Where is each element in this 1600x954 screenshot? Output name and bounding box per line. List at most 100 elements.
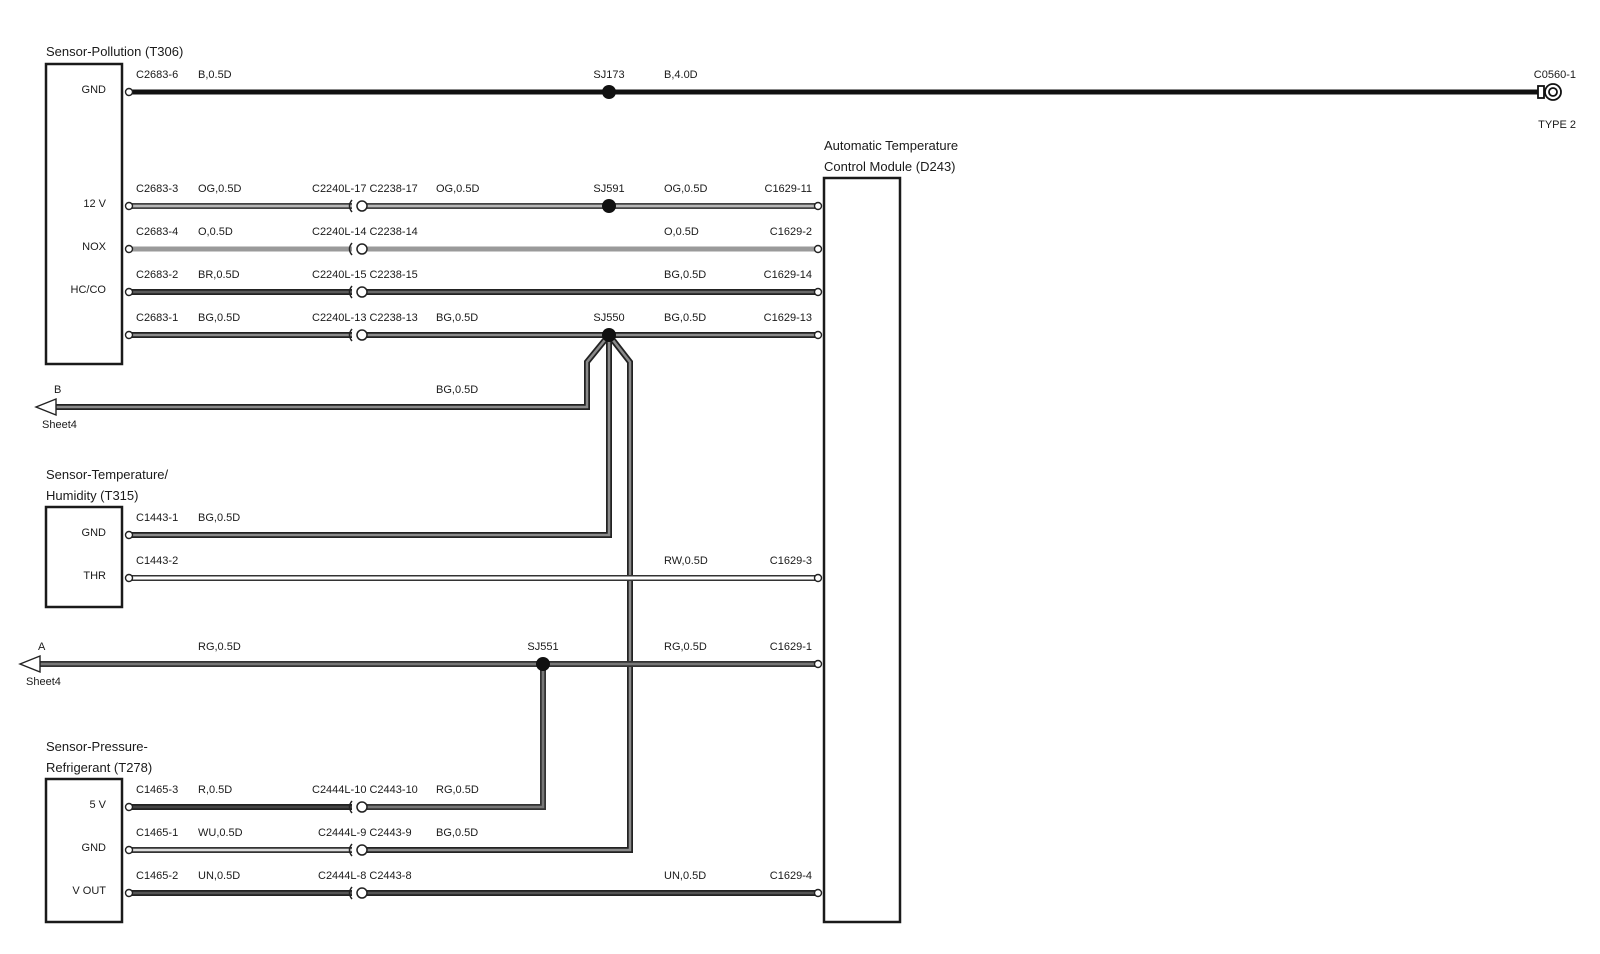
inline-connector-label: C2240L-15 C2238-15 [312,269,418,281]
inline-connector-12v [348,199,368,213]
wire-spec-label: RG,0.5D [436,784,479,796]
sheet-arrow-b-icon [34,397,57,417]
pin-name: GND [82,527,107,539]
connector-label: C1629-4 [770,870,812,882]
wire-spec-label: BG,0.5D [436,384,478,396]
sheet-reference: Sheet4 [42,419,77,431]
sheet-letter: A [38,641,46,653]
pin-name: GND [82,84,107,96]
wire-spec-label: RG,0.5D [198,641,241,653]
wire-spec-label: BG,0.5D [198,512,240,524]
connector-label: C2683-4 [136,226,178,238]
title-sensor-pollution: Sensor-Pollution (T306) [46,44,183,59]
wire-spec-label: BG,0.5D [664,312,706,324]
wire-spec-label: UN,0.5D [198,870,240,882]
inline-connector-5v [348,800,368,814]
splice-sj551 [536,657,550,671]
pin-name: GND [82,842,107,854]
ground-type-label: TYPE 2 [1538,119,1576,131]
ground-eyelet-icon [1537,83,1562,101]
wire-spec-label: RG,0.5D [664,641,707,653]
title-pressure-line2: Refrigerant (T278) [46,760,152,775]
title-atc-line1: Automatic Temperature [824,138,958,153]
splice-sj591 [602,199,616,213]
inline-connector-vout [348,886,368,900]
wire-spec-label: RW,0.5D [664,555,708,567]
box-atc-module [822,176,902,924]
connector-label: C2683-2 [136,269,178,281]
splices [536,85,616,671]
inline-connector-label: C2444L-8 C2443-8 [318,870,412,882]
connector-label: C1629-3 [770,555,812,567]
wire-spec-label: BR,0.5D [198,269,240,281]
splice-label: SJ551 [527,641,558,653]
box-sensor-pressure [44,777,124,924]
wire-spec-label: B,4.0D [664,69,698,81]
wire-spec-label: BG,0.5D [436,312,478,324]
wire-spec-label: WU,0.5D [198,827,243,839]
connector-label: C1629-11 [765,183,813,195]
title-pressure-line1: Sensor-Pressure- [46,739,148,754]
inline-connector-label: C2444L-10 C2443-10 [312,784,418,796]
wire-spec-label: R,0.5D [198,784,232,796]
inline-connector-label: C2240L-13 C2238-13 [312,312,418,324]
wire-spec-label: O,0.5D [664,226,699,238]
connector-label: C1443-1 [136,512,178,524]
pin-name: 12 V [83,198,106,210]
wire-spec-label: O,0.5D [198,226,233,238]
pin-name: NOX [82,241,107,253]
connector-label: C0560-1 [1534,69,1576,81]
title-th-line1: Sensor-Temperature/ [46,467,168,482]
connector-label: C2683-3 [136,183,178,195]
connector-label: C1443-2 [136,555,178,567]
connector-label: C1465-3 [136,784,178,796]
wire-labels: C2683-6 B,0.5D SJ173 B,4.0D C0560-1 TYPE… [26,69,1576,882]
sheet-letter: B [54,384,61,396]
splice-sj173 [602,85,616,99]
title-th-line2: Humidity (T315) [46,488,138,503]
inline-connector-gnd [348,328,368,342]
splice-label: SJ173 [593,69,624,81]
pin-name: 5 V [89,799,106,811]
wire-spec-label: BG,0.5D [198,312,240,324]
wire-to-th-gnd [130,335,612,538]
splice-sj550 [602,328,616,342]
title-atc-line2: Control Module (D243) [824,159,956,174]
pin-name: THR [83,570,106,582]
box-sensor-temp-humidity [44,505,124,609]
wire-spec-label: B,0.5D [198,69,232,81]
inline-connector-label: C2240L-17 C2238-17 [312,183,418,195]
inline-connectors [348,199,368,900]
connector-label: C2683-6 [136,69,178,81]
wire-spec-label: UN,0.5D [664,870,706,882]
wire-spec-label: BG,0.5D [436,827,478,839]
splice-label: SJ591 [593,183,624,195]
connector-label: C2683-1 [136,312,178,324]
wire-spec-label: OG,0.5D [664,183,707,195]
inline-connector-hcco [348,285,368,299]
wire-to-sheet-b [52,333,612,410]
sheet-reference: Sheet4 [26,676,61,688]
connector-label: C1629-1 [770,641,812,653]
wire-to-pressure-gnd [366,333,633,853]
pin-name: HC/CO [71,284,107,296]
splice-label: SJ550 [593,312,624,324]
connector-label: C1629-14 [764,269,812,281]
wires [36,89,1542,896]
inline-connector-nox [348,242,368,256]
wire-spec-label: OG,0.5D [198,183,241,195]
inline-connector-label: C2240L-14 C2238-14 [312,226,418,238]
wire-spec-label: BG,0.5D [664,269,706,281]
inline-connector-label: C2444L-9 C2443-9 [318,827,412,839]
connector-label: C1629-2 [770,226,812,238]
wire-spec-label: OG,0.5D [436,183,479,195]
inline-connector-pgnd [348,843,368,857]
sheet-arrow-a-icon [18,654,41,674]
connector-label: C1465-1 [136,827,178,839]
connector-label: C1465-2 [136,870,178,882]
pin-names: GND 12 V NOX HC/CO GND THR 5 V GND V OUT [71,84,107,897]
connector-label: C1629-13 [764,312,812,324]
pin-name: V OUT [72,885,106,897]
box-sensor-pollution [44,62,124,366]
